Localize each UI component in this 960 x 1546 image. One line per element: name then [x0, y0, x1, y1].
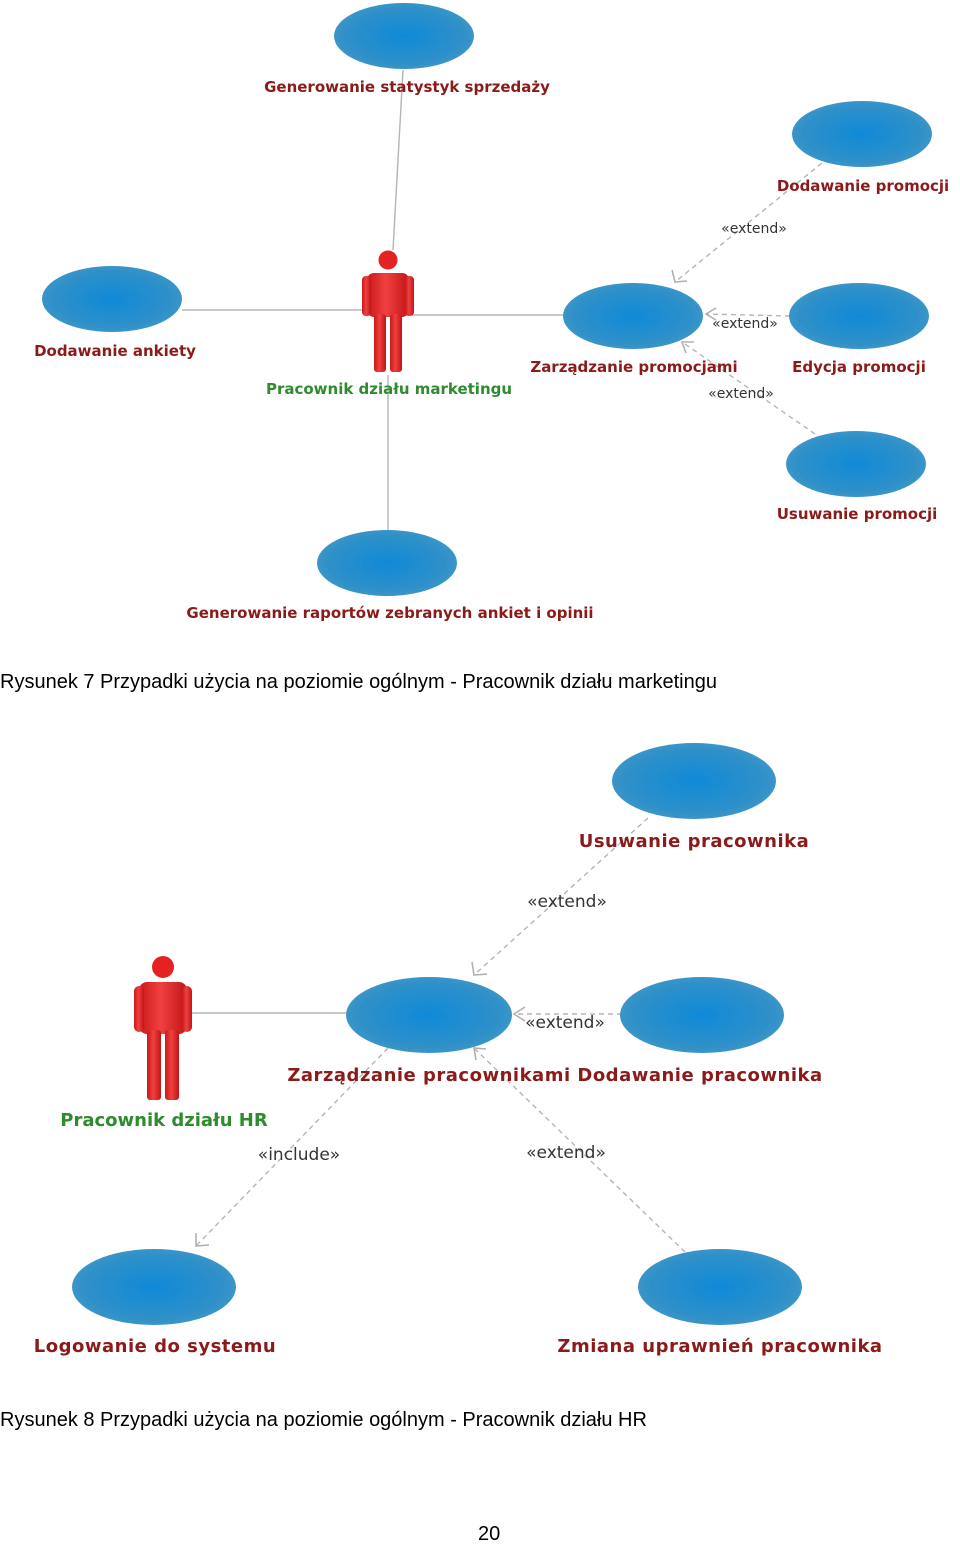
- use-case-generowanie-raportow[interactable]: [317, 530, 457, 596]
- extend-dodawanie-promocji-line: [674, 162, 823, 283]
- stereotype-extend-zmiana-uprawnien: «extend»: [526, 1143, 606, 1163]
- stereotype-extend-edycja-promocji: «extend»: [712, 316, 778, 332]
- extend-zmiana-uprawnien-arrowhead: [473, 1047, 487, 1061]
- label-zarzadzanie-pracownikami: Zarządzanie pracownikami: [287, 1065, 570, 1086]
- stereotype-extend-dodawanie-promocji: «extend»: [721, 221, 787, 237]
- extend-dodawanie-promocji-arrowhead: [671, 269, 688, 283]
- page-number: 20: [478, 1523, 501, 1545]
- hr-use-case-diagram: Usuwanie pracownika Zarządzanie pracowni…: [34, 743, 882, 1357]
- actor-marketing[interactable]: [362, 250, 414, 373]
- figure-caption-7: Rysunek 7 Przypadki użycia na poziomie o…: [0, 671, 717, 693]
- label-actor-marketing: Pracownik działu marketingu: [266, 380, 512, 398]
- use-case-dodawanie-pracownika[interactable]: [620, 977, 784, 1053]
- extend-usuwanie-pracownika-arrowhead: [471, 961, 488, 976]
- extend-usuwanie-pracownika-line: [473, 817, 649, 976]
- stereotype-include-logowanie: «include»: [258, 1145, 340, 1165]
- use-case-generowanie-statystyk[interactable]: [334, 3, 474, 69]
- association-statystyki: [392, 69, 404, 251]
- label-dodawanie-pracownika: Dodawanie pracownika: [577, 1065, 822, 1086]
- use-case-usuwanie-promocji[interactable]: [786, 431, 926, 497]
- use-case-zarzadzanie-promocjami[interactable]: [563, 283, 703, 349]
- label-actor-hr: Pracownik działu HR: [60, 1110, 268, 1131]
- extend-edycja-promocji-arrowhead: [704, 307, 717, 321]
- stereotype-extend-usuwanie-pracownika: «extend»: [527, 892, 607, 912]
- include-logowanie-line: [195, 1047, 389, 1247]
- use-case-zmiana-uprawnien[interactable]: [638, 1249, 802, 1325]
- label-zarzadzanie-promocjami: Zarządzanie promocjami: [530, 358, 737, 376]
- stereotype-extend-usuwanie-promocji: «extend»: [708, 386, 774, 402]
- stereotype-extend-dodawanie-pracownika: «extend»: [525, 1013, 605, 1033]
- use-case-edycja-promocji[interactable]: [789, 283, 929, 349]
- figure-caption-8: Rysunek 8 Przypadki użycia na poziomie o…: [0, 1409, 647, 1431]
- use-case-dodawanie-ankiety[interactable]: [42, 266, 182, 332]
- label-dodawanie-promocji: Dodawanie promocji: [777, 177, 949, 195]
- extend-usuwanie-promocji-arrowhead: [680, 341, 694, 354]
- actor-hr[interactable]: [134, 956, 192, 1100]
- use-case-zarzadzanie-pracownikami[interactable]: [346, 977, 512, 1053]
- label-usuwanie-pracownika: Usuwanie pracownika: [579, 831, 810, 852]
- use-case-usuwanie-pracownika[interactable]: [612, 743, 776, 819]
- include-logowanie-arrowhead: [195, 1233, 210, 1247]
- label-usuwanie-promocji: Usuwanie promocji: [777, 505, 938, 523]
- label-generowanie-raportow: Generowanie raportów zebranych ankiet i …: [186, 604, 593, 622]
- extend-dodawanie-pracownika-arrowhead: [512, 1006, 526, 1022]
- label-logowanie: Logowanie do systemu: [34, 1336, 276, 1357]
- use-case-logowanie[interactable]: [72, 1249, 236, 1325]
- use-case-dodawanie-promocji[interactable]: [792, 101, 932, 167]
- label-zmiana-uprawnien: Zmiana uprawnień pracownika: [557, 1336, 882, 1357]
- label-generowanie-statystyk: Generowanie statystyk sprzedaży: [264, 78, 550, 96]
- extend-zmiana-uprawnien-line: [473, 1047, 686, 1253]
- marketing-use-case-diagram: Generowanie statystyk sprzedaży Dodawani…: [34, 3, 949, 622]
- label-dodawanie-ankiety: Dodawanie ankiety: [34, 342, 196, 360]
- label-edycja-promocji: Edycja promocji: [792, 358, 926, 376]
